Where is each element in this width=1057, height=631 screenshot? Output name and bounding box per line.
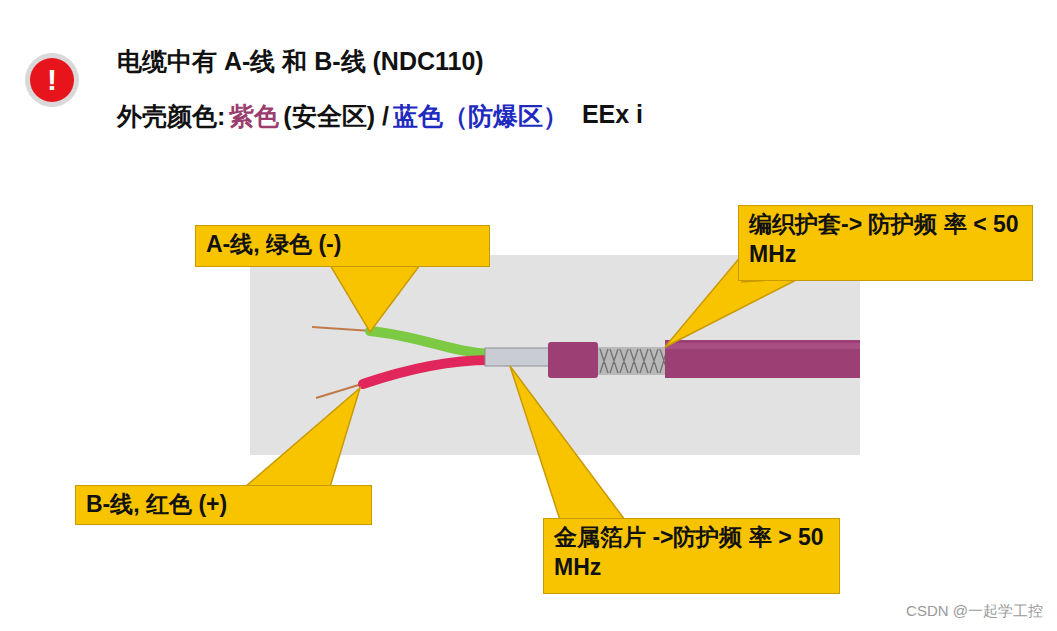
callout-pointer: [510, 366, 625, 520]
braid-weave: [600, 349, 666, 373]
braid-shield: [598, 347, 668, 375]
title: 电缆中有 A-线 和 B-线 (NDC110): [117, 45, 484, 78]
cable-jacket: [665, 340, 860, 378]
subtitle-blue: 蓝色（防爆区）: [393, 100, 568, 133]
subtitle-part: 外壳颜色:: [117, 100, 225, 133]
subtitle-part: (安全区) /: [283, 100, 389, 133]
callout-text: A-线, 绿色 (-): [206, 230, 479, 260]
jacket-ring: [548, 342, 598, 378]
callout-text: B-线, 红色 (+): [86, 490, 361, 520]
warning-mark: !: [47, 63, 57, 97]
subtitle-purple: 紫色: [229, 100, 279, 133]
callout-pointer: [330, 265, 420, 332]
subtitle-part: EEx i: [582, 100, 643, 129]
icon-ring: [25, 53, 79, 107]
callout-box: 金属箔片 ->防护频 率 > 50 MHz: [543, 518, 840, 594]
metal-foil: [485, 348, 550, 366]
callout-pointer: [245, 388, 360, 487]
callout-text: 编织护套-> 防护频 率 < 50 MHz: [749, 210, 1022, 270]
callout-box: 编织护套-> 防护频 率 < 50 MHz: [738, 205, 1033, 281]
watermark: CSDN @一起学工控: [906, 602, 1043, 621]
callout-text: 金属箔片 ->防护频 率 > 50 MHz: [554, 523, 829, 583]
warning-icon: [30, 58, 74, 102]
callout-box: B-线, 红色 (+): [75, 485, 372, 525]
red-wire: [363, 360, 490, 384]
jacket-highlight: [665, 343, 860, 349]
copper-end: [312, 327, 372, 331]
callout-box: A-线, 绿色 (-): [195, 225, 490, 267]
green-wire: [370, 331, 490, 354]
